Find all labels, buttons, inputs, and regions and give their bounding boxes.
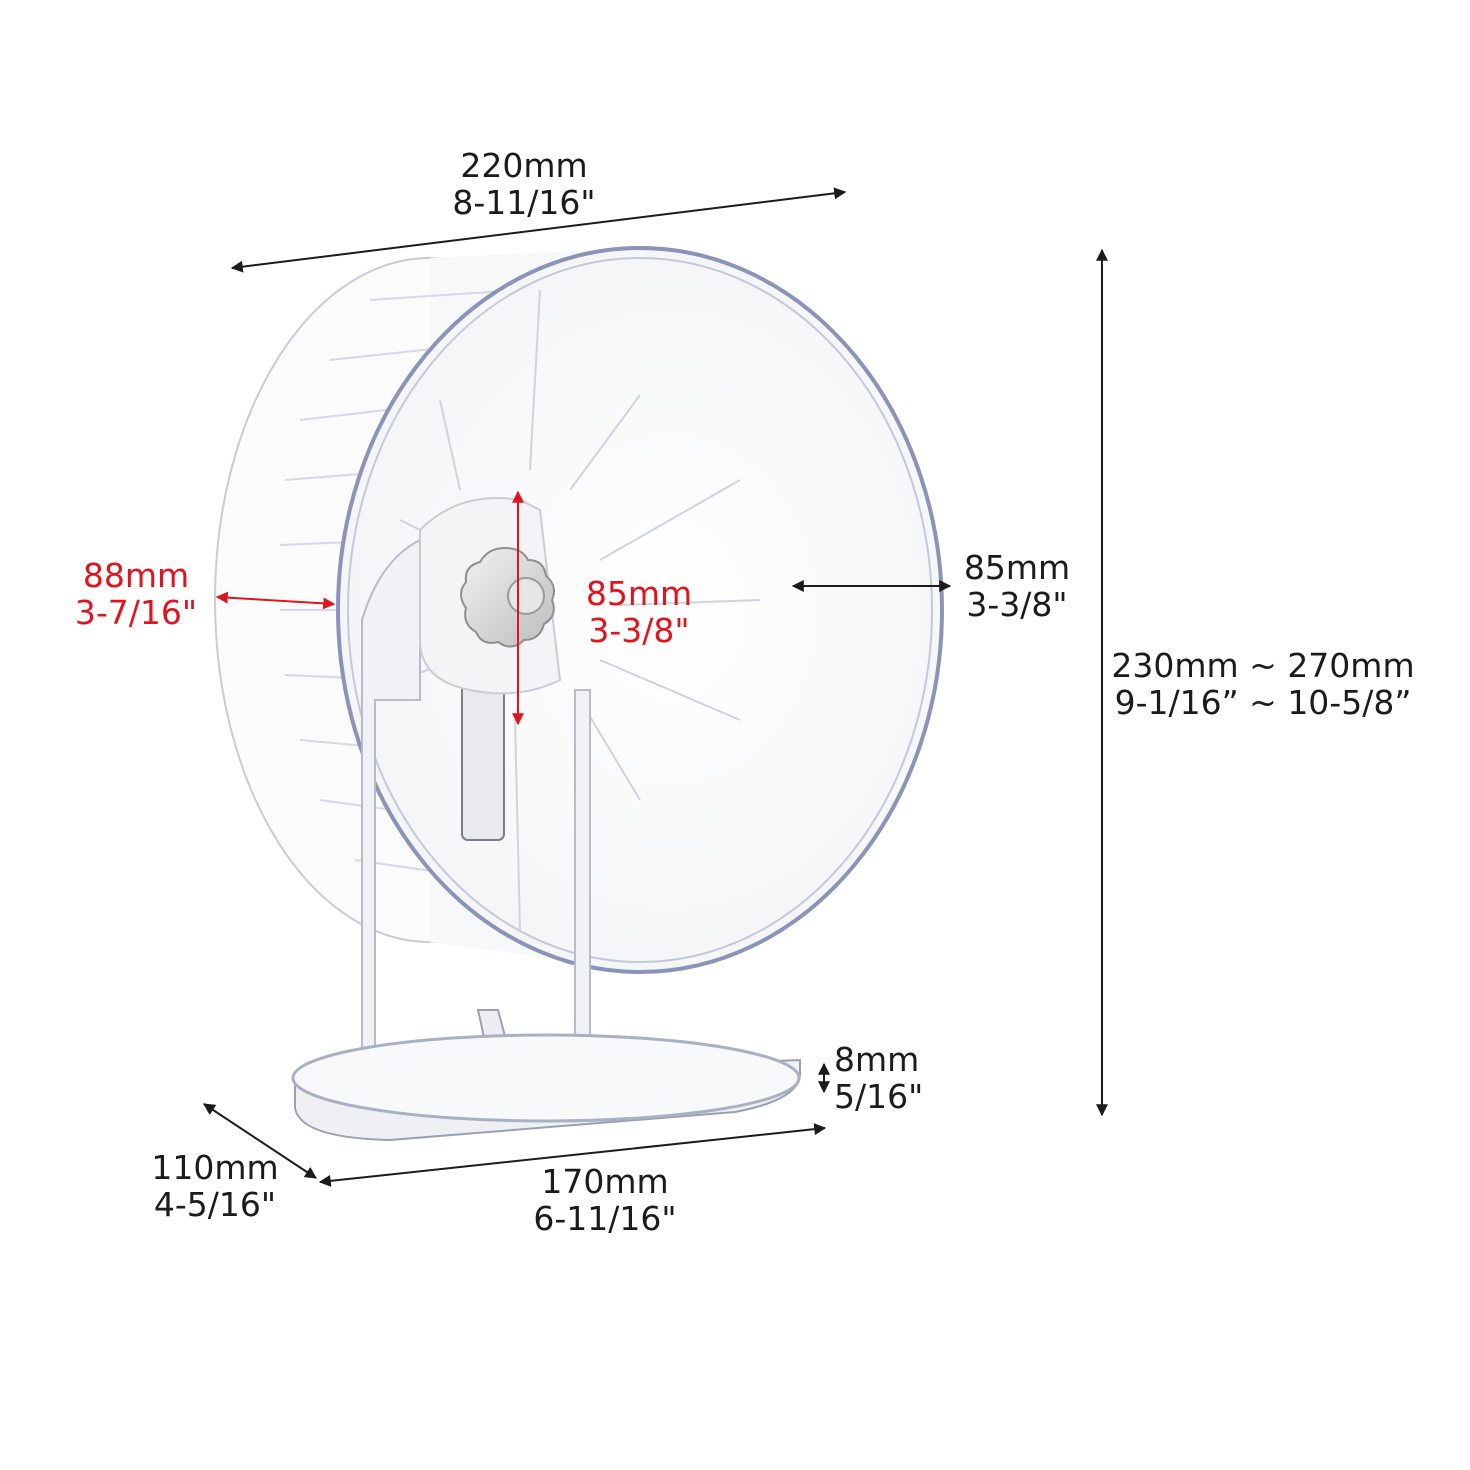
base-thickness-mm: 8mm (834, 1040, 920, 1079)
wheel-depth-inch: 3-3/8" (966, 584, 1068, 624)
base-depth-label: 110mm 4-5/16" (140, 1148, 290, 1224)
stand-right-leg (574, 689, 591, 1046)
base-thickness-inch: 5/16" (834, 1076, 924, 1116)
axle-knob (460, 546, 555, 648)
axle-offset-label: 88mm 3-7/16" (66, 556, 206, 632)
base-plate-top (291, 1033, 801, 1123)
wheel-depth-mm: 85mm (963, 548, 1071, 587)
base-depth-inch: 4-5/16" (153, 1184, 277, 1224)
dimension-lines (202, 187, 1108, 1187)
overall-height-mm: 230mm ~ 270mm (1111, 646, 1415, 685)
axle-offset-inch: 3-7/16" (74, 592, 198, 632)
adjust-range-inch: 3-3/8" (588, 610, 690, 650)
wheel-depth-label: 85mm 3-3/8" (952, 548, 1082, 624)
base-length-inch: 6-11/16" (533, 1198, 677, 1238)
wheel-width-label: 220mm 8-11/16" (424, 146, 624, 222)
wheel-width-inch: 8-11/16" (452, 182, 596, 222)
wheel-base (291, 1033, 801, 1142)
base-length-dimension-line (318, 1123, 827, 1187)
adjust-range-label: 85mm 3-3/8" (574, 574, 704, 650)
base-length-mm: 170mm (541, 1162, 669, 1201)
overall-height-inch: 9-1/16” ~ 10-5/8” (1114, 682, 1412, 722)
base-depth-dimension-line (202, 1103, 318, 1179)
base-depth-mm: 110mm (151, 1148, 279, 1187)
axle-offset-mm: 88mm (82, 556, 190, 595)
axle-offset-dimension-line (215, 591, 336, 610)
stand-left-leg (361, 538, 421, 1061)
wheel-width-mm: 220mm (460, 146, 588, 185)
base-length-label: 170mm 6-11/16" (520, 1162, 690, 1238)
base-thickness-label: 8mm 5/16" (834, 1040, 934, 1116)
wheel-illustration (214, 246, 944, 1142)
overall-height-label: 230mm ~ 270mm 9-1/16” ~ 10-5/8” (1108, 646, 1418, 722)
adjust-range-mm: 85mm (585, 574, 693, 613)
wheel-width-dimension-line (230, 187, 847, 273)
